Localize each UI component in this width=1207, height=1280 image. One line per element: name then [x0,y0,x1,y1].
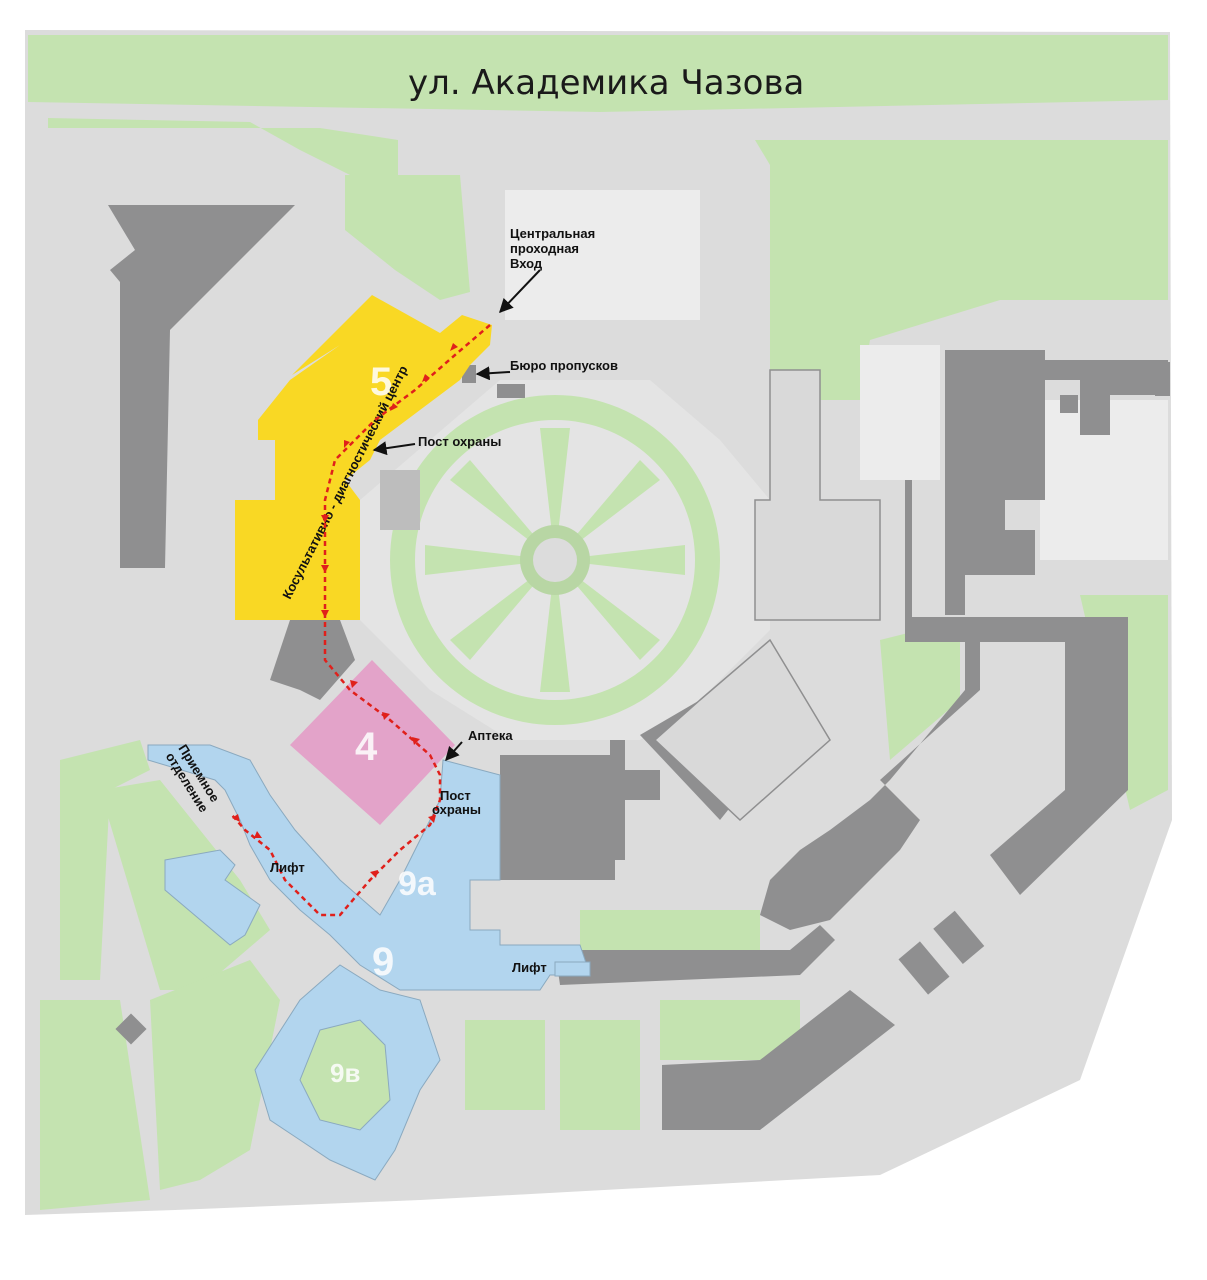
arrow-icon [372,441,416,456]
arrow-icon [445,741,463,762]
building-4-number: 4 [355,725,378,769]
street-name: ул. Академика Чазова [408,63,804,103]
lift-2-label: Лифт [512,960,547,975]
building-9v-number: 9в [330,1058,360,1088]
lift-1-label: Лифт [270,860,305,875]
security-post-2-label-line1: Пост [440,788,471,803]
pharmacy-label: Аптека [468,728,513,743]
building-9-wing [164,849,261,946]
building-9-number: 9 [372,940,394,984]
security-post-1-label: Пост охраны [418,434,501,449]
wheel-plaza-icon [360,380,770,740]
light-buildings [653,369,881,822]
main-entrance-label-line3: Вход [510,256,543,271]
route-path [231,324,491,917]
arrow-icon [499,269,541,314]
green-areas [28,35,1168,1210]
arrow-icon [475,366,511,381]
building-9v-inner [299,1019,391,1131]
pass-office-label: Бюро пропусков [510,358,618,373]
lift-marker [554,961,591,977]
security-post-2-label-line2: охраны [432,802,481,817]
building-9a-number: 9а [398,865,437,903]
main-entrance-label-line2: проходная [510,241,579,256]
building-5-number: 5 [370,360,392,404]
building-4: 4 [290,660,455,825]
main-entrance-label-line1: Центральная [510,226,595,241]
building-9a [147,744,591,991]
annotation-arrows [372,269,541,762]
